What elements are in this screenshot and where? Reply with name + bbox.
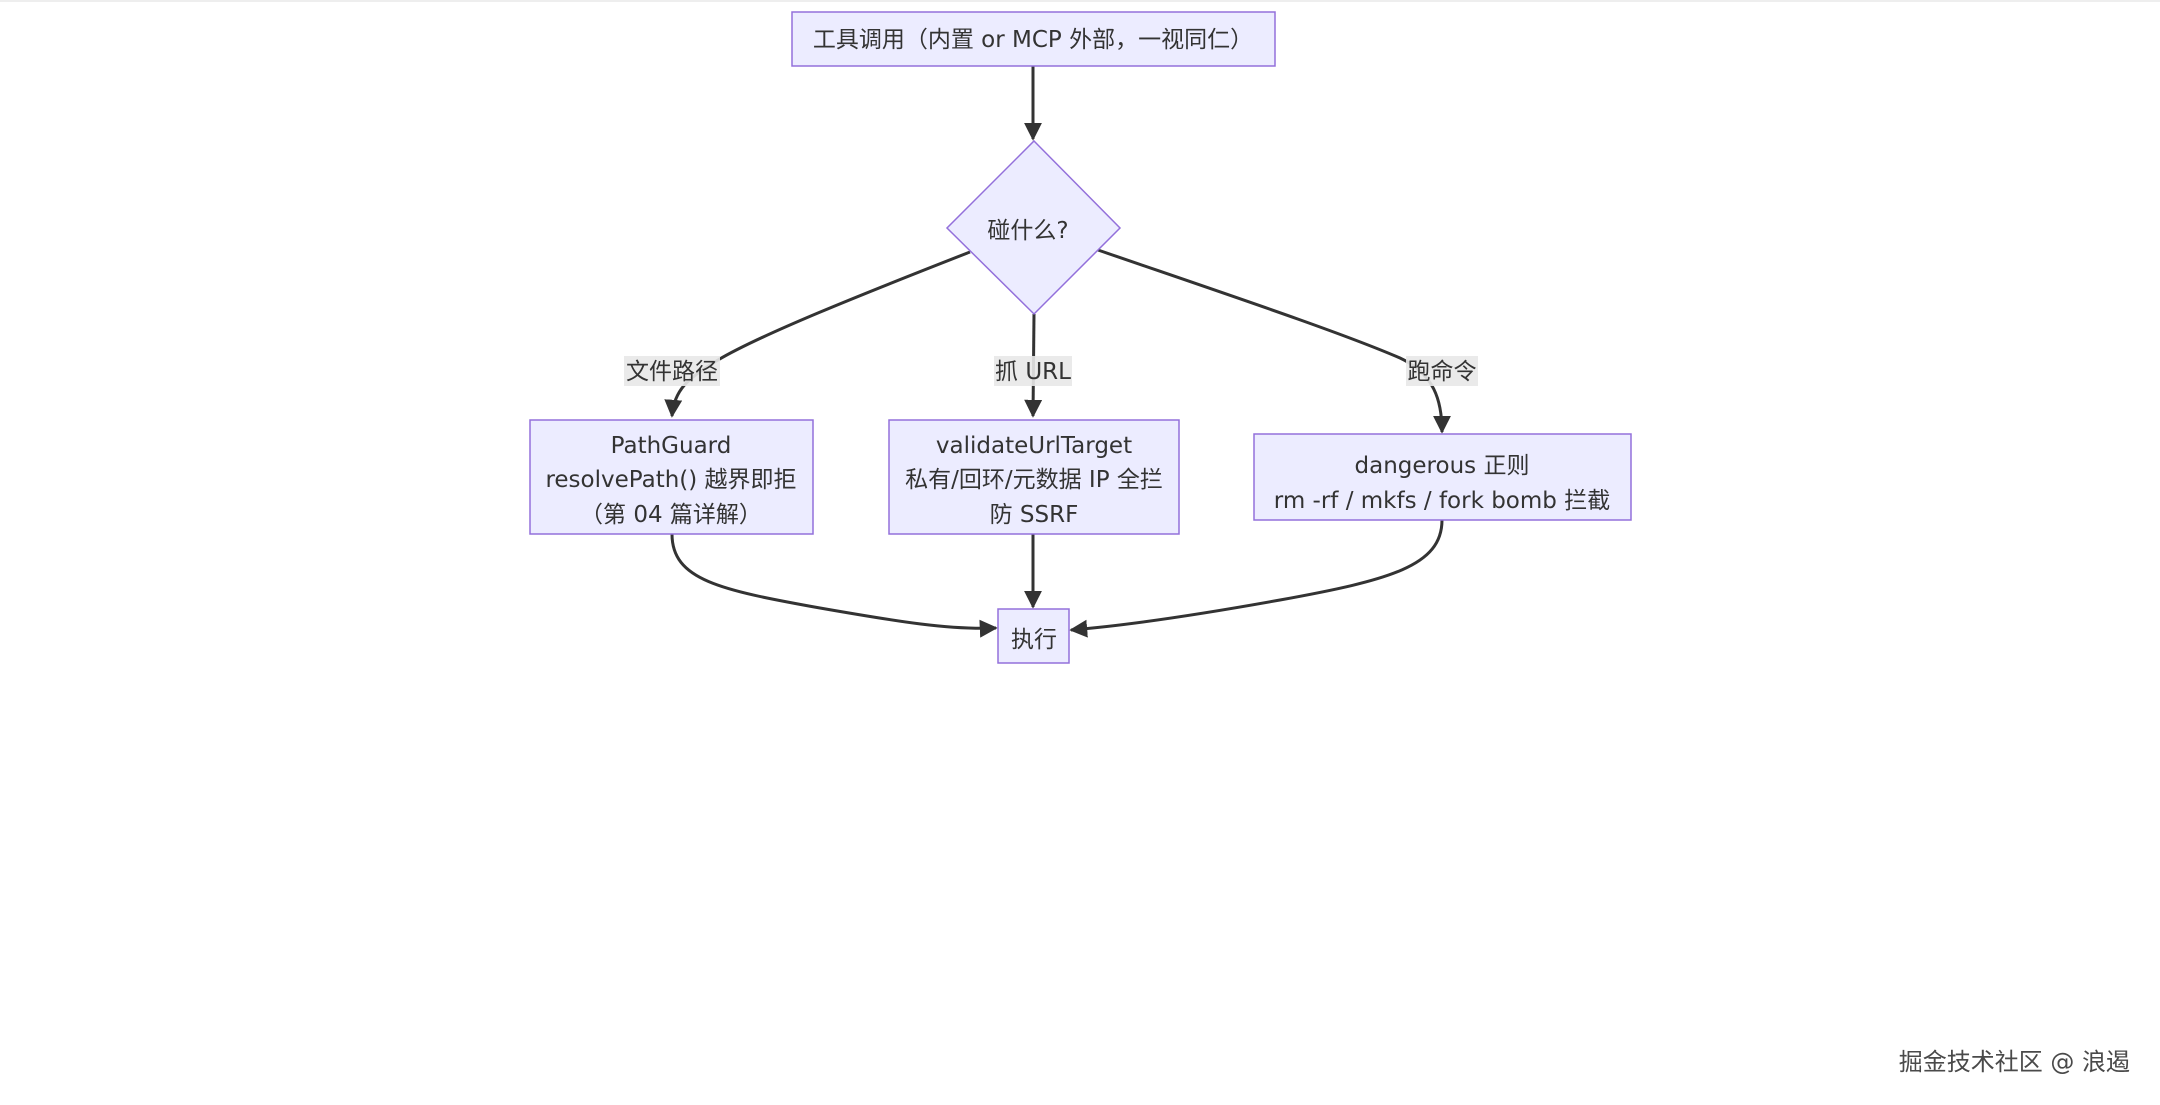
edge-label-run-command: 跑命令 xyxy=(1406,356,1478,386)
edge-pathguard-to-execute xyxy=(670,533,998,638)
edge-label-file-path-text: 文件路径 xyxy=(626,359,718,385)
node-dangerous-line-1: dangerous 正则 xyxy=(1355,453,1530,479)
edge-decision-to-pathguard xyxy=(664,250,971,418)
node-decision: 碰什么? xyxy=(945,139,1122,316)
edge-dangerous-to-execute xyxy=(1069,519,1444,638)
edge-label-fetch-url-text: 抓 URL xyxy=(995,359,1071,385)
node-validate-url-line-2: 私有/回环/元数据 IP 全拦 xyxy=(905,467,1163,493)
node-decision-label: 碰什么? xyxy=(987,218,1068,244)
edge-label-run-command-text: 跑命令 xyxy=(1408,359,1477,385)
edge-label-fetch-url: 抓 URL xyxy=(994,356,1072,386)
watermark-text: 掘金技术社区 @ 浪遏 xyxy=(1899,1048,2130,1076)
node-path-guard-line-1: PathGuard xyxy=(611,433,732,459)
node-validate-url: validateUrlTarget 私有/回环/元数据 IP 全拦 防 SSRF xyxy=(888,419,1180,535)
node-dangerous-line-2: rm -rf / mkfs / fork bomb 拦截 xyxy=(1274,488,1610,514)
edges xyxy=(664,66,1451,638)
node-execute-label: 执行 xyxy=(1011,627,1057,653)
node-execute: 执行 xyxy=(997,608,1070,664)
node-dangerous: dangerous 正则 rm -rf / mkfs / fork bomb 拦… xyxy=(1253,433,1632,521)
node-tool-call-label: 工具调用（内置 or MCP 外部，一视同仁） xyxy=(813,27,1253,53)
node-path-guard-line-3: （第 04 篇详解） xyxy=(580,502,762,528)
node-path-guard-line-2: resolvePath() 越界即拒 xyxy=(545,467,796,493)
edge-decision-to-dangerous xyxy=(1097,248,1451,434)
edge-label-file-path: 文件路径 xyxy=(624,356,720,386)
node-validate-url-line-1: validateUrlTarget xyxy=(936,433,1132,459)
node-tool-call: 工具调用（内置 or MCP 外部，一视同仁） xyxy=(791,11,1276,67)
node-validate-url-line-3: 防 SSRF xyxy=(990,502,1079,528)
node-path-guard: PathGuard resolvePath() 越界即拒 （第 04 篇详解） xyxy=(529,419,814,535)
